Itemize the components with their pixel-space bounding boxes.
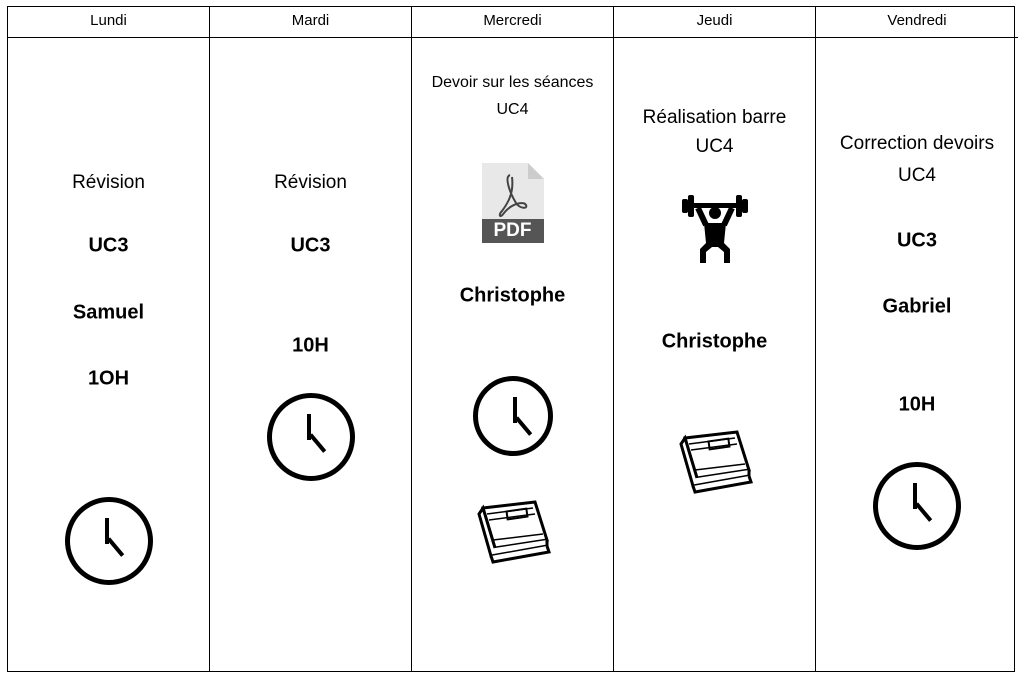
time: 10H xyxy=(292,334,329,357)
unit: UC4 xyxy=(695,136,734,157)
pdf-label: PDF xyxy=(493,220,532,241)
column-jeudi: Jeudi Réalisation barre UC4 Christophe xyxy=(614,7,816,671)
unit: UC4 xyxy=(496,101,529,118)
header-mercredi: Mercredi xyxy=(412,7,613,38)
pdf-file-icon: PDF xyxy=(481,163,544,243)
column-mardi: Mardi Révision UC3 10H xyxy=(210,7,412,671)
teacher: Christophe xyxy=(459,284,566,307)
activity: Révision xyxy=(274,172,347,193)
column-vendredi: Vendredi Correction devoirs UC4 UC3 Gabr… xyxy=(816,7,1018,671)
unit: UC3 xyxy=(896,229,937,252)
activity: Réalisation barre xyxy=(642,107,787,128)
teacher: Samuel xyxy=(72,301,145,324)
column-mercredi: Mercredi Devoir sur les séances UC4 PDF … xyxy=(412,7,614,671)
unit: UC3 xyxy=(290,234,331,257)
clock-icon xyxy=(873,462,961,550)
clock-icon xyxy=(64,497,153,585)
unit: UC3 xyxy=(88,234,129,257)
weekly-schedule-table: Lundi Révision UC3 Samuel 1OH Mardi Révi… xyxy=(7,6,1018,672)
unit: UC4 xyxy=(897,165,936,186)
time: 10H xyxy=(898,393,936,416)
activity: Devoir sur les séances xyxy=(431,74,594,91)
weightlifter-icon xyxy=(681,195,748,263)
activity: Révision xyxy=(72,172,145,193)
header-lundi: Lundi xyxy=(8,7,209,38)
teacher: Christophe xyxy=(661,330,768,353)
book-icon xyxy=(477,500,550,564)
header-jeudi: Jeudi xyxy=(614,7,815,38)
header-mardi: Mardi xyxy=(210,7,411,38)
clock-icon xyxy=(472,376,553,456)
teacher: Gabriel xyxy=(882,295,952,318)
column-lundi: Lundi Révision UC3 Samuel 1OH xyxy=(8,7,210,671)
activity: Correction devoirs xyxy=(839,133,995,154)
header-vendredi: Vendredi xyxy=(816,7,1018,38)
clock-icon xyxy=(266,393,355,481)
time: 1OH xyxy=(87,367,130,390)
book-icon xyxy=(679,430,752,494)
